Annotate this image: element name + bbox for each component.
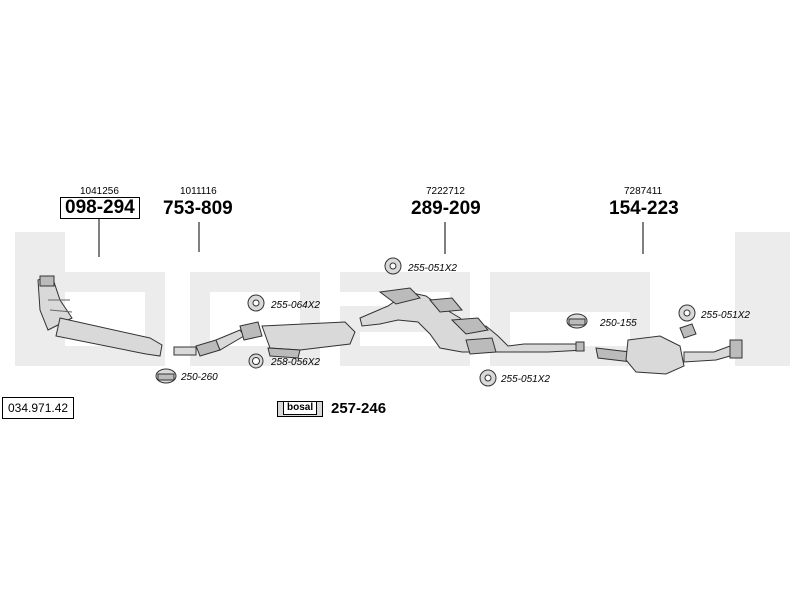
rubber-mount-icon	[479, 369, 497, 387]
part-code-front-pipe: 753-809	[163, 198, 233, 219]
part-code-middle-silencer: 289-209	[411, 198, 481, 219]
accessory-code: 250-155	[600, 318, 637, 329]
diagram-id: 034.971.42	[2, 397, 75, 419]
accessory-code: 255-051X2	[701, 310, 750, 321]
accessory-code: 255-051X2	[501, 374, 550, 385]
part-ref-middle-silencer: 7222712	[426, 186, 465, 197]
front-silencer-part	[261, 321, 356, 359]
accessory-code: 255-051X2	[408, 263, 457, 274]
clamp-icon	[155, 368, 177, 384]
rubber-mount-icon	[678, 304, 696, 322]
middle-silencer-part	[359, 287, 585, 355]
brand-logo: bosal	[277, 401, 323, 417]
fitting-kit-code: 257-246	[331, 400, 387, 417]
accessory-code: 255-064X2	[271, 300, 320, 311]
part-code-rear-silencer: 154-223	[609, 198, 679, 219]
rubber-mount-icon	[247, 294, 265, 312]
gasket-ring-icon	[248, 353, 264, 369]
rear-silencer-part	[595, 323, 743, 375]
accessory-code: 258-056X2	[271, 357, 320, 368]
brand-logo-text: bosal	[283, 401, 318, 415]
part-ref-rear-silencer: 7287411	[624, 186, 663, 197]
front-pipe-part	[173, 321, 263, 357]
part-code-catalyst: 098-294	[60, 197, 140, 219]
catalyst-part	[37, 275, 163, 357]
clamp-icon	[566, 313, 588, 329]
part-ref-catalyst: 1041256	[80, 186, 119, 197]
accessory-code: 250-260	[181, 372, 218, 383]
rubber-mount-icon	[384, 257, 402, 275]
part-ref-front-pipe: 1011116	[180, 186, 217, 197]
